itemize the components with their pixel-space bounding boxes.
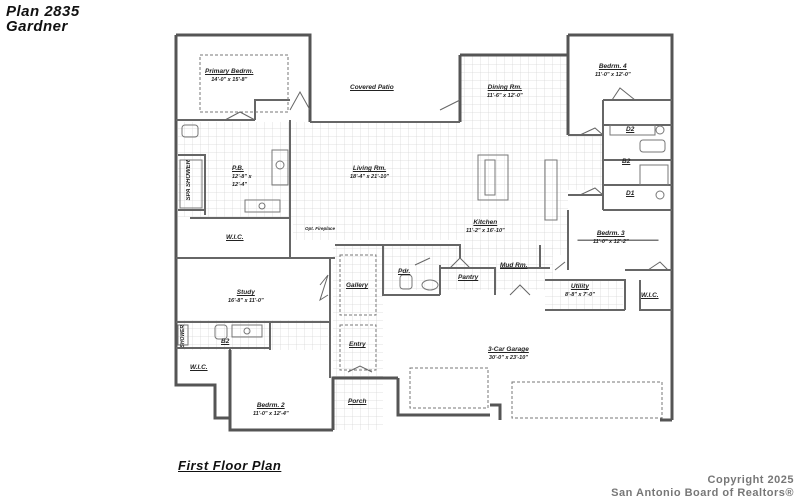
room-wic-2: W.I.C. — [190, 364, 208, 371]
room-bath-2: B2 — [221, 338, 230, 345]
room-d1: D1 — [626, 190, 635, 197]
room-primary-bedroom: Primary Bedrm. 14'-0" x 15'-8" — [205, 68, 254, 83]
room-utility: Utility 8'-8" x 7'-0" — [565, 283, 595, 298]
room-bedroom-3: Bedrm. 3 11'-0" x 12'-2" — [593, 230, 629, 245]
copyright-notice: Copyright 2025 San Antonio Board of Real… — [611, 474, 794, 500]
room-powder: Pdr. — [398, 268, 411, 275]
room-bedroom-2: Bedrm. 2 11'-0" x 12'-4" — [253, 402, 289, 417]
room-entry: Entry — [349, 341, 366, 348]
room-porch: Porch — [348, 398, 367, 405]
plan-name: Gardner — [6, 18, 68, 35]
room-living: Living Rm. 18'-4" x 21'-10" — [350, 165, 390, 180]
room-primary-wic: W.I.C. — [226, 234, 244, 241]
floor-label: First Floor Plan — [178, 458, 282, 473]
room-covered-patio: Covered Patio — [350, 84, 394, 91]
room-mud-room: Mud Rm. — [500, 262, 528, 269]
room-garage: 3-Car Garage 30'-0" x 23'-10" — [488, 346, 529, 361]
room-kitchen: Kitchen 11'-2" x 16'-10" — [466, 219, 505, 234]
room-spa-shower: SPA SHOWER — [186, 160, 192, 201]
room-pantry: Pantry — [458, 274, 479, 281]
room-wic-3: W.I.C. — [641, 292, 659, 299]
room-study: Study 16'-8" x 11'-0" — [228, 289, 264, 304]
room-shower-2: SHOWER — [180, 325, 186, 348]
fireplace-label: Opt. Fireplace — [305, 226, 336, 231]
room-dining: Dining Rm. 11'-6" x 12'-0" — [487, 84, 523, 99]
copyright-line-2: San Antonio Board of Realtors® — [611, 487, 794, 499]
plan-title: Plan 2835 Gardner — [6, 4, 80, 34]
room-b2-upper: B2 — [622, 158, 631, 165]
room-d2: D2 — [626, 126, 635, 133]
copyright-line-1: Copyright 2025 — [707, 474, 794, 486]
plan-number: Plan 2835 — [6, 3, 80, 20]
room-gallery: Gallery — [346, 282, 369, 289]
room-primary-bath: P.B. 12'-8" x 12'-4" — [232, 165, 252, 188]
room-bedroom-4: Bedrm. 4 11'-0" x 12'-0" — [595, 63, 631, 78]
